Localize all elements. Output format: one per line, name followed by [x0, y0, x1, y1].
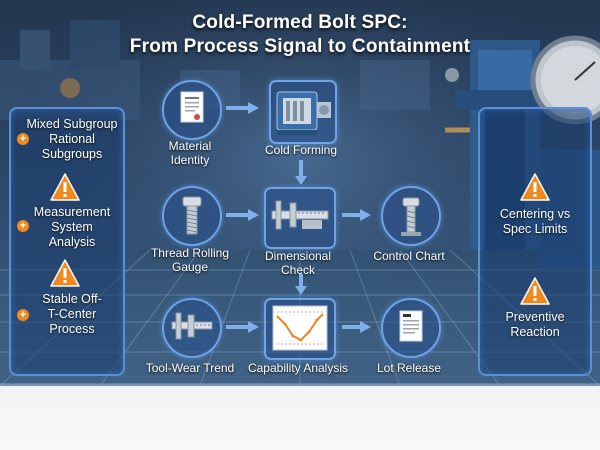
plus-icon: +: [17, 220, 29, 232]
label-dimensional-line-1: Dimensional: [264, 249, 332, 263]
label-material-identity: Material Identity: [150, 139, 230, 167]
left-panel-risks: + Mixed Subgroup Rational Subgroups + Me…: [9, 107, 125, 376]
node-thread-rolling-gauge: [162, 186, 222, 246]
arrow-icon: [226, 209, 259, 221]
warning-icon: [520, 277, 550, 305]
label-material-identity-line-2: Identity: [170, 153, 210, 167]
node-tool-wear-trend: [162, 298, 222, 358]
arrow-icon: [295, 160, 307, 185]
caliper-icon: [271, 200, 329, 230]
caliper-icon: [171, 312, 213, 340]
node-lot-release: [381, 298, 441, 358]
arrow-icon: [342, 209, 371, 221]
document-icon: [399, 310, 423, 342]
left-item-2-line-1: Measurement: [33, 205, 111, 219]
arrow-icon: [342, 321, 371, 333]
left-item-3-line-3: Process: [49, 322, 95, 336]
label-tool-wear-trend: Tool-Wear Trend: [145, 361, 235, 375]
left-item-2-line-3: Analysis: [48, 235, 96, 249]
label-dimensional-check: Dimensional Check: [256, 249, 340, 277]
arrow-icon: [295, 274, 307, 295]
arrow-icon: [226, 102, 259, 114]
node-capability-analysis: [264, 298, 336, 360]
label-thread-rolling-gauge: Thread Rolling Gauge: [145, 246, 235, 274]
label-control-chart: Control Chart: [373, 249, 445, 263]
right-item-centering: Centering vs Spec Limits: [484, 207, 586, 237]
press-machine-icon: [276, 91, 331, 135]
bolt-icon: [182, 196, 202, 235]
node-control-chart: [381, 186, 441, 246]
node-cold-forming: [269, 80, 337, 144]
left-item-stable-off-center: Stable Off- T-Center Process: [25, 292, 119, 337]
right-panel-actions: Centering vs Spec Limits Preventive Reac…: [478, 107, 592, 376]
left-item-1-line-2: Rational: [49, 132, 95, 146]
chart-icon: [272, 305, 328, 351]
arrow-icon: [226, 321, 259, 333]
title-line-1: Cold-Formed Bolt SPC:: [192, 12, 408, 33]
warning-icon: [520, 173, 550, 201]
label-material-identity-line-1: Material: [168, 139, 212, 153]
warning-icon: [50, 259, 80, 287]
left-item-2-line-2: System: [51, 220, 93, 234]
label-cold-forming: Cold Forming: [264, 143, 338, 157]
right-item-1-line-2: Spec Limits: [502, 222, 568, 236]
left-item-mixed-subgroup: Mixed Subgroup Rational Subgroups: [25, 117, 119, 162]
right-item-2-line-1: Preventive: [505, 310, 565, 324]
right-item-1-line-1: Centering vs: [499, 207, 571, 221]
left-item-measurement-system: Measurement System Analysis: [25, 205, 119, 250]
right-item-2-line-2: Reaction: [510, 325, 560, 339]
label-thread-rolling-line-2: Gauge: [171, 260, 209, 274]
document-icon: [180, 91, 204, 123]
label-dimensional-line-2: Check: [280, 263, 315, 277]
node-dimensional-check: [264, 187, 336, 249]
label-capability-analysis: Capability Analysis: [247, 361, 349, 375]
label-thread-rolling-line-1: Thread Rolling: [150, 246, 230, 260]
bolt-icon: [401, 197, 421, 236]
left-item-3-line-2: T-Center: [47, 307, 97, 321]
plus-icon: +: [17, 133, 29, 145]
warning-icon: [50, 173, 80, 201]
plus-icon: +: [17, 309, 29, 321]
node-material-identity: [162, 80, 222, 140]
left-item-3-line-1: Stable Off-: [42, 292, 102, 306]
left-item-1-line-1: Mixed Subgroup: [26, 117, 118, 131]
title-line-2: From Process Signal to Containment: [129, 36, 471, 57]
left-item-1-line-3: Subgroups: [41, 147, 103, 161]
right-item-preventive: Preventive Reaction: [484, 310, 586, 340]
label-lot-release: Lot Release: [376, 361, 442, 375]
